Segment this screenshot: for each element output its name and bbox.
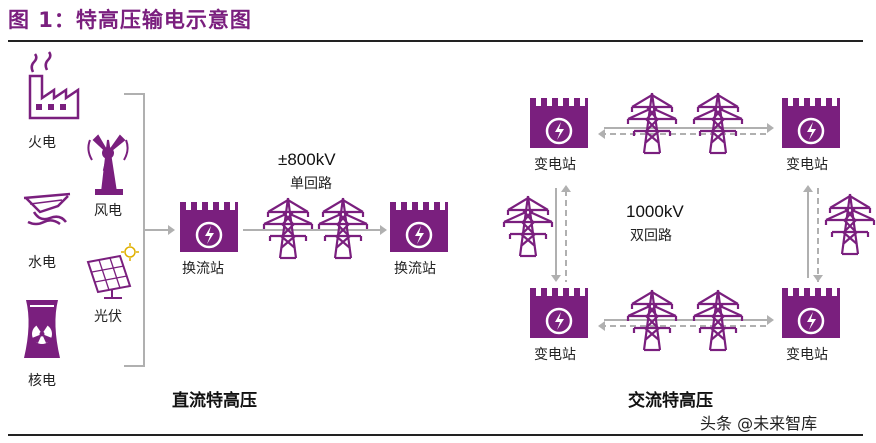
top-divider [8, 40, 863, 42]
station-icon [388, 200, 450, 254]
label-solar: 光伏 [94, 309, 122, 325]
label-wind: 风电 [94, 203, 122, 219]
hydro-dam-icon [23, 192, 71, 226]
factory-icon [28, 51, 80, 120]
station-icon [178, 200, 240, 254]
label-thermal: 火电 [28, 135, 56, 151]
ac-voltage: 1000kV [626, 202, 684, 221]
solar-panel-icon [86, 243, 139, 299]
bottom-divider [8, 434, 863, 436]
pylon-icon [824, 192, 876, 256]
station-icon [780, 96, 842, 150]
dc-section-label: 直流特高压 [172, 391, 257, 411]
station-icon [528, 96, 590, 150]
dc-line-arrow [243, 225, 387, 235]
ac-sub-top-right: 变电站 [786, 157, 828, 173]
wind-turbine-icon [87, 134, 129, 195]
dc-circuit: 单回路 [290, 176, 332, 192]
pylon-icon [626, 91, 678, 155]
pylon-icon [317, 196, 369, 260]
ac-sub-bottom-right: 变电站 [786, 347, 828, 363]
ac-circuit: 双回路 [630, 228, 672, 244]
figure-title: 图 1：特高压输电示意图 [8, 8, 252, 32]
ac-right-lines [803, 185, 823, 282]
ac-top-lines [598, 123, 774, 139]
source-bracket [124, 93, 145, 367]
label-hydro: 水电 [28, 255, 56, 271]
pylon-icon [502, 194, 554, 258]
label-nuclear: 核电 [28, 373, 56, 389]
ac-bottom-lines [598, 315, 774, 331]
ac-sub-bottom-left: 变电站 [534, 347, 576, 363]
dc-converter-right-label: 换流站 [394, 261, 436, 277]
pylon-icon [262, 196, 314, 260]
station-icon [780, 286, 842, 340]
arrow-to-converter [144, 225, 175, 235]
ac-sub-top-left: 变电站 [534, 157, 576, 173]
ac-section-label: 交流特高压 [628, 391, 713, 411]
station-icon [528, 286, 590, 340]
nuclear-plant-icon [24, 300, 60, 358]
pylon-icon [692, 91, 744, 155]
watermark: 头条 @未来智库 [700, 414, 818, 433]
dc-converter-left-label: 换流站 [182, 261, 224, 277]
ac-left-lines [551, 185, 571, 282]
dc-voltage: ±800kV [278, 150, 336, 169]
